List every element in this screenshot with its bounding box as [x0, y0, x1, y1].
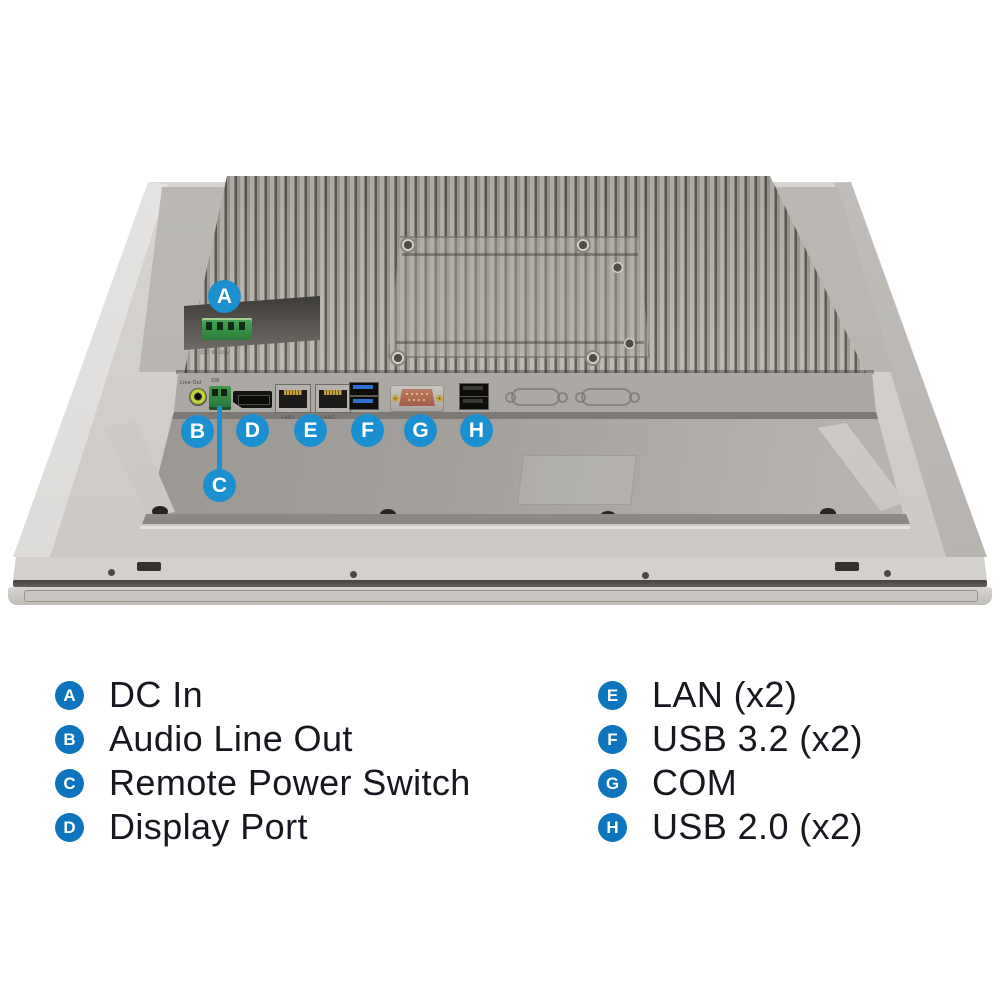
usb2-tongue [463, 399, 483, 403]
vesa-screw [575, 237, 591, 253]
switch-terminal-hole [221, 389, 227, 396]
usb3-tongue [353, 385, 373, 389]
marker-badge-e: E [294, 414, 327, 447]
knockout-screw-ring [505, 392, 516, 403]
lan-port-2-pins [324, 390, 342, 395]
legend-badge-e: E [598, 680, 627, 710]
frame-screw [642, 572, 649, 579]
legend-item-com: G COM [598, 761, 863, 805]
switch-terminal-hole [212, 389, 218, 396]
marker-badge-a: A [208, 280, 241, 313]
frame-slot [835, 562, 859, 571]
legend-badge-g: G [598, 768, 627, 798]
vesa-screw [390, 350, 406, 366]
com-pin [411, 393, 413, 395]
usb3-tongue [353, 399, 373, 403]
legend-item-usb32: F USB 3.2 (x2) [598, 717, 863, 761]
legend-label: Audio Line Out [109, 718, 353, 759]
com-pin [408, 399, 410, 401]
marker-badge-c: C [203, 469, 236, 502]
com-pin [426, 393, 428, 395]
dsub-knockout-2 [581, 388, 632, 406]
com-pin [423, 399, 425, 401]
legend-label: Display Port [109, 806, 308, 847]
legend-label: USB 2.0 (x2) [652, 806, 863, 847]
dc-terminal-holes [206, 322, 248, 330]
audio-jack-label: Line-Out [180, 380, 202, 386]
legend-item-display-port: D Display Port [55, 805, 471, 849]
knockout-screw-ring [629, 392, 640, 403]
legend-badge-d: D [55, 812, 84, 842]
legend-badge-a: A [55, 680, 84, 710]
vesa-screw [612, 262, 623, 273]
lan2-print-label: LAN2 [321, 415, 335, 421]
knockout-screw-ring [557, 392, 568, 403]
marker-badge-d: D [236, 414, 269, 447]
com-screw [436, 395, 443, 402]
frame-screw [108, 569, 115, 576]
legend-item-dc-in: A DC In [55, 673, 471, 717]
legend-item-lan: E LAN (x2) [598, 673, 863, 717]
dsub-knockout-1 [511, 388, 560, 406]
edge-highlight [140, 526, 910, 529]
legend-badge-c: C [55, 768, 84, 798]
dc-print-label: DC 9~36V [199, 350, 231, 356]
marker-badge-h: H [460, 414, 493, 447]
com-pin [406, 393, 408, 395]
frame-slot [137, 562, 161, 571]
legend-label: LAN (x2) [652, 674, 798, 715]
legend-column-right: E LAN (x2) F USB 3.2 (x2) G COM H USB 2.… [598, 673, 863, 849]
vesa-slot-bottom [396, 341, 644, 344]
legend-badge-b: B [55, 724, 84, 754]
legend-badge-f: F [598, 724, 627, 754]
marker-badge-b: B [181, 415, 214, 448]
bezel-gap-shadow [13, 580, 987, 587]
vesa-slot-top [402, 253, 638, 256]
power-switch-label: SW [211, 378, 220, 384]
vesa-screw [585, 350, 601, 366]
io-top-shadow [176, 370, 874, 374]
lan1-print-label: LAN1 [281, 415, 295, 421]
marker-badge-f: F [351, 414, 384, 447]
legend-label: Remote Power Switch [109, 762, 471, 803]
vesa-screw [624, 338, 635, 349]
legend-label: USB 3.2 (x2) [652, 718, 863, 759]
com-pin [413, 399, 415, 401]
vesa-mount-plate [388, 236, 650, 358]
com-screw [392, 395, 399, 402]
knockout-screw-ring [575, 392, 586, 403]
recess-label-patch [516, 455, 638, 505]
legend-label: COM [652, 762, 738, 803]
audio-line-out-jack [189, 388, 207, 406]
legend-item-audio-line-out: B Audio Line Out [55, 717, 471, 761]
com-pin [416, 393, 418, 395]
legend-label: DC In [109, 674, 204, 715]
mount-hole [820, 508, 836, 519]
com-dsub-connector [399, 389, 435, 406]
com-pin [418, 399, 420, 401]
marker-badge-g: G [404, 414, 437, 447]
mount-hole [152, 506, 168, 517]
frame-screw [350, 571, 357, 578]
legend-item-usb20: H USB 2.0 (x2) [598, 805, 863, 849]
marker-c-connector-line [217, 406, 222, 472]
lan-port-1-pins [284, 390, 302, 395]
legend-badge-h: H [598, 812, 627, 842]
usb2-tongue [463, 386, 483, 390]
com-pin [421, 393, 423, 395]
legend-column-left: A DC In B Audio Line Out C Remote Power … [55, 673, 471, 849]
vesa-screw [400, 237, 416, 253]
front-bezel-channel [24, 590, 978, 602]
legend-item-remote-power-switch: C Remote Power Switch [55, 761, 471, 805]
frame-screw [884, 570, 891, 577]
displayport-slot [238, 395, 270, 405]
